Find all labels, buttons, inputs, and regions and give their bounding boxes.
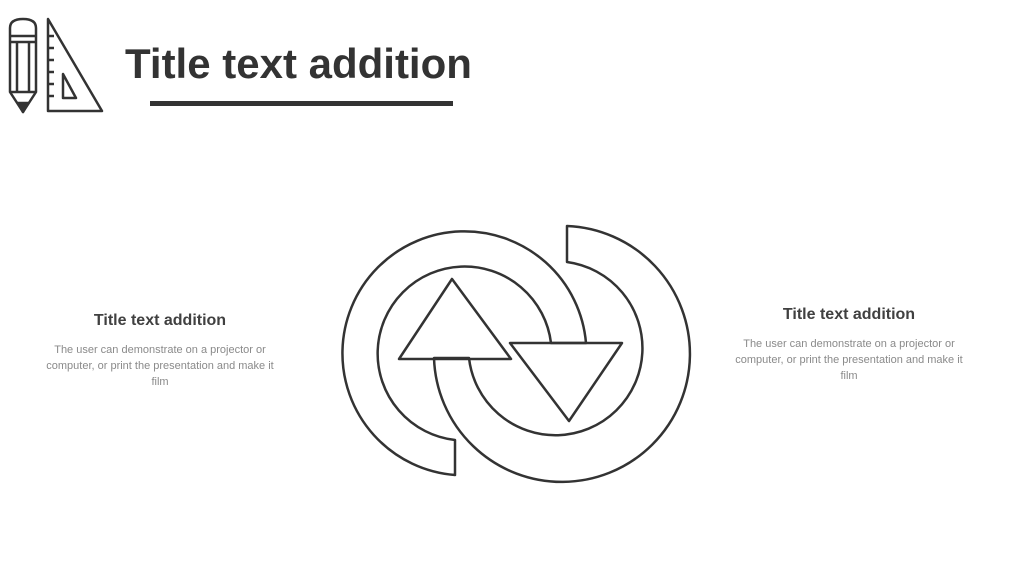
pencil-and-set-square-icon: [8, 17, 104, 114]
left-block-body: The user can demonstrate on a projector …: [46, 344, 274, 388]
right-block-heading: Title text addition: [782, 306, 916, 323]
title-underline: [150, 101, 453, 106]
page-title: Title text addition: [125, 40, 472, 87]
circular-swap-arrows-icon: [341, 224, 692, 484]
right-text-block: Title text addition The user can demonst…: [729, 306, 969, 384]
left-text-block: Title text addition The user can demonst…: [40, 312, 280, 390]
left-block-heading: Title text addition: [93, 312, 227, 329]
right-block-body: The user can demonstrate on a projector …: [735, 338, 963, 382]
